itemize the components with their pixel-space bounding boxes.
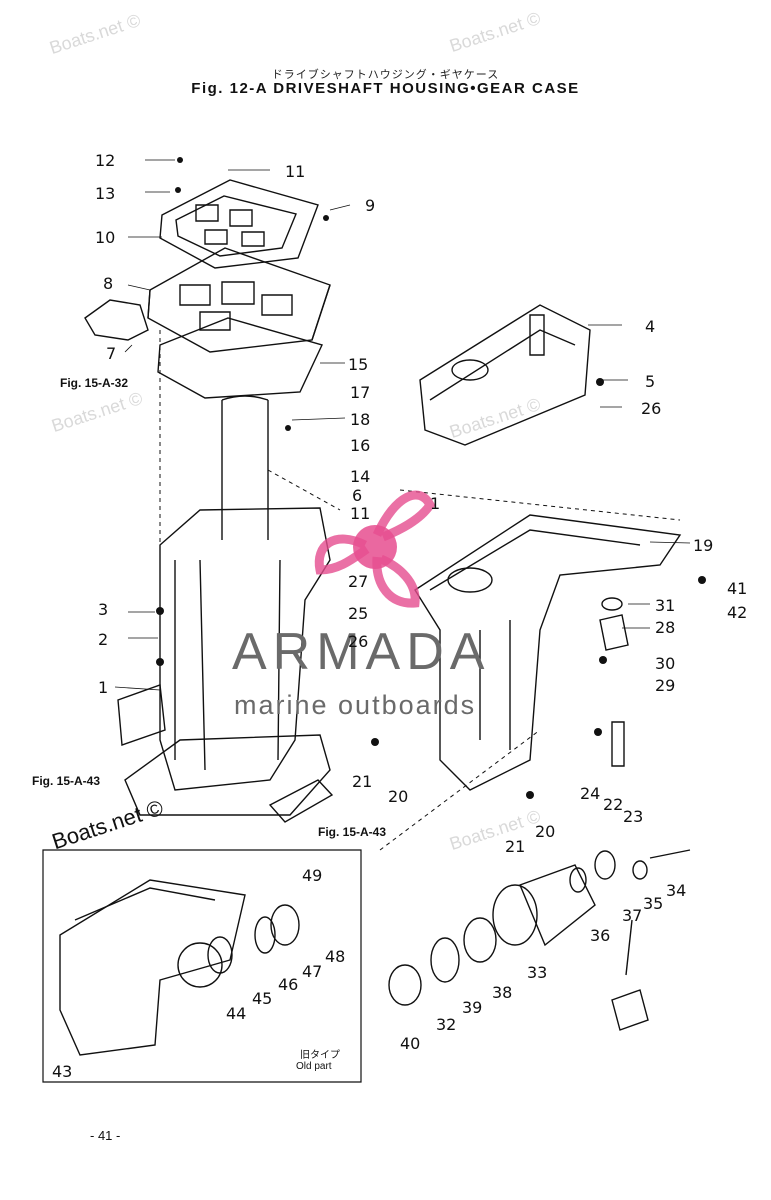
callout-47: 47 [302, 962, 323, 981]
callout-45: 45 [252, 989, 273, 1008]
old-part-label: Old part [296, 1061, 332, 1072]
callout-13: 13 [95, 184, 116, 203]
figure-reference: Fig. 15-A-32 [60, 376, 129, 390]
callout-41: 41 [727, 579, 748, 598]
callout-48: 48 [325, 947, 346, 966]
japanese-title: ドライブシャフトハウジング・ギヤケース [271, 68, 500, 81]
adapter-block [148, 248, 330, 352]
callout-46: 46 [278, 975, 299, 994]
driveshaft-tube [222, 396, 268, 540]
callout-32: 32 [436, 1015, 457, 1034]
callout-4: 4 [645, 317, 656, 336]
callout-20b: 20 [535, 822, 556, 841]
callout-26b: 26 [348, 632, 369, 651]
callout-37: 37 [622, 906, 643, 925]
callout-40: 40 [400, 1034, 421, 1053]
callout-8: 8 [103, 274, 114, 293]
washer-31 [602, 598, 622, 610]
callout-11b: 11 [350, 504, 371, 523]
callout-20: 20 [388, 787, 409, 806]
armada-propeller-logo [314, 490, 436, 608]
figure-title: Fig. 12-A DRIVESHAFT HOUSING•GEAR CASE [191, 80, 580, 97]
lower-gasket [158, 318, 322, 398]
callout-2: 2 [98, 630, 109, 649]
prop-shaft-assembly [389, 850, 690, 1005]
callout-16: 16 [350, 436, 371, 455]
old-gear-case [60, 880, 299, 1055]
driveshaft-housing [125, 508, 330, 815]
callout-34: 34 [666, 881, 687, 900]
callout-1: 1 [98, 678, 109, 697]
old-part-japanese: 旧タイプ [300, 1050, 340, 1061]
callout-7: 7 [106, 344, 117, 363]
callout-18: 18 [350, 410, 371, 429]
callout-26: 26 [641, 399, 662, 418]
callout-1-top: 1 [430, 494, 441, 513]
callout-36: 36 [590, 926, 611, 945]
callout-49: 49 [302, 866, 323, 885]
callout-10: 10 [95, 228, 116, 247]
callout-23: 23 [623, 807, 644, 826]
figure-reference: Fig. 15-A-43 [32, 774, 101, 788]
callout-25: 25 [348, 604, 369, 623]
gear-case [415, 515, 680, 790]
cap-28 [600, 615, 628, 650]
callout-17: 17 [350, 383, 371, 402]
callout-6: 6 [352, 486, 363, 505]
callout-31: 31 [655, 596, 676, 615]
callout-21b: 21 [505, 837, 526, 856]
brand-name: ARMADA [232, 623, 491, 681]
callout-11: 11 [285, 162, 306, 181]
upper-casing [420, 305, 590, 445]
callout-12: 12 [95, 151, 116, 170]
callout-30: 30 [655, 654, 676, 673]
bracket-part [85, 300, 148, 340]
callout-29: 29 [655, 676, 676, 695]
callout-33: 33 [527, 963, 548, 982]
callout-22: 22 [603, 795, 624, 814]
callout-5: 5 [645, 372, 656, 391]
callout-35: 35 [643, 894, 664, 913]
callout-28: 28 [655, 618, 676, 637]
side-plate [118, 685, 165, 745]
callout-39: 39 [462, 998, 483, 1017]
brand-tagline: marine outboards [234, 690, 477, 720]
pin-part [612, 990, 648, 1030]
callout-44: 44 [226, 1004, 247, 1023]
callout-43: 43 [52, 1062, 73, 1081]
callout-24: 24 [580, 784, 601, 803]
bottom-plate [270, 780, 332, 822]
old-part-inset [43, 850, 361, 1082]
callout-21: 21 [352, 772, 373, 791]
callout-27: 27 [348, 572, 369, 591]
callout-19: 19 [693, 536, 714, 555]
figure-reference: Fig. 15-A-43 [318, 825, 387, 839]
callout-38: 38 [492, 983, 513, 1002]
callout-42: 42 [727, 603, 748, 622]
callout-3: 3 [98, 600, 109, 619]
callout-14: 14 [350, 467, 371, 486]
page-number: - 41 - [90, 1128, 121, 1143]
gasket-plate [160, 180, 318, 268]
callout-15: 15 [348, 355, 369, 374]
callout-9: 9 [365, 196, 376, 215]
anode-22 [612, 722, 624, 766]
